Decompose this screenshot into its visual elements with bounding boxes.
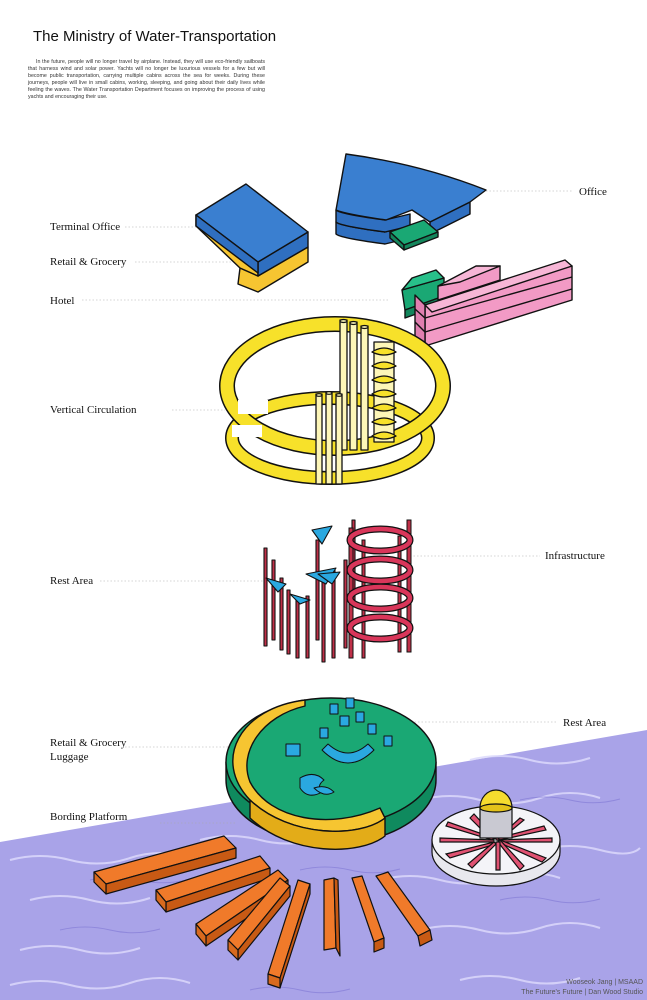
infrastructure-tower xyxy=(346,519,414,659)
rest-area-tents xyxy=(263,519,356,663)
label-hotel: Hotel xyxy=(50,295,75,307)
boarding-platform-bars xyxy=(93,835,433,989)
intro-paragraph: In the future, people will no longer tra… xyxy=(28,59,265,101)
label-vertical-circulation: Vertical Circulation xyxy=(50,404,137,416)
label-luggage: Luggage xyxy=(50,751,89,763)
label-office: Office xyxy=(579,186,607,198)
round-pavilion xyxy=(431,789,561,887)
label-boarding-platform: Bording Platform xyxy=(50,811,128,823)
terminal-office-block xyxy=(195,183,309,293)
credit-author: Wooseok Jang | MSAAD xyxy=(566,979,643,986)
label-infrastructure: Infrastructure xyxy=(545,550,605,562)
spiral-stair xyxy=(371,341,397,443)
label-terminal-office: Terminal Office xyxy=(50,221,121,233)
credit-studio: The Future's Future | Dan Wood Studio xyxy=(521,989,643,996)
label-rest-area-low: Rest Area xyxy=(563,717,607,729)
credits: Wooseok Jang | MSAAD The Future's Future… xyxy=(521,978,643,998)
label-retail-grocery-low: Retail & Grocery xyxy=(50,737,127,749)
office-block xyxy=(335,153,487,251)
label-rest-area-mid: Rest Area xyxy=(50,575,94,587)
page-title: The Ministry of Water-Transportation xyxy=(33,28,277,45)
vertical-circulation xyxy=(219,316,451,485)
ground-platform xyxy=(225,697,437,850)
label-retail-grocery-top: Retail & Grocery xyxy=(50,256,127,268)
hotel-block xyxy=(401,259,573,347)
